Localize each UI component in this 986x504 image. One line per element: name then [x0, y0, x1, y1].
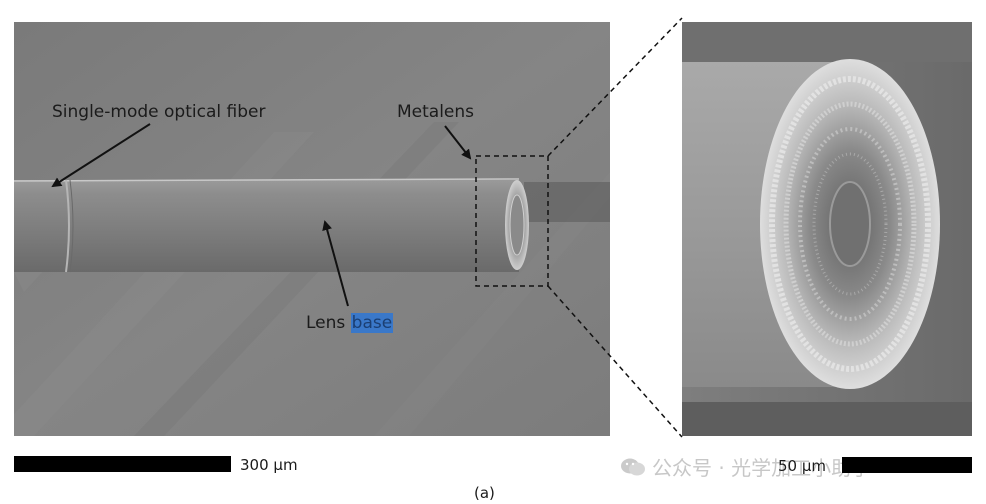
- scale-bar-right: [842, 457, 972, 473]
- scale-bar-right-label: 50 μm: [778, 457, 827, 475]
- zoom-box: [475, 155, 549, 287]
- watermark: 公众号 · 光学加工小助手: [620, 452, 871, 481]
- label-single-mode-fiber: Single-mode optical fiber: [52, 102, 266, 122]
- sem-image-fiber: [14, 22, 610, 436]
- label-metalens: Metalens: [397, 102, 475, 122]
- scale-bar-left-label: 300 μm: [240, 456, 298, 474]
- scale-bar-left: [14, 456, 231, 472]
- figure-caption: (a): [474, 484, 495, 502]
- fiber-arrow: [51, 123, 151, 188]
- label-lens-word: Lens: [306, 313, 346, 333]
- watermark-text: 公众号 · 光学加工小助手: [652, 456, 872, 480]
- zoom-line-bottom: [547, 285, 683, 438]
- metalens-arrow: [444, 125, 472, 160]
- lensbase-arrow: [322, 220, 349, 307]
- sem-image-metalens-zoom: [682, 22, 972, 436]
- label-base-word-highlighted: base: [350, 313, 394, 333]
- wechat-icon: [621, 458, 645, 475]
- label-lens-base: Lens base: [306, 313, 394, 333]
- zoom-line-top: [547, 17, 683, 157]
